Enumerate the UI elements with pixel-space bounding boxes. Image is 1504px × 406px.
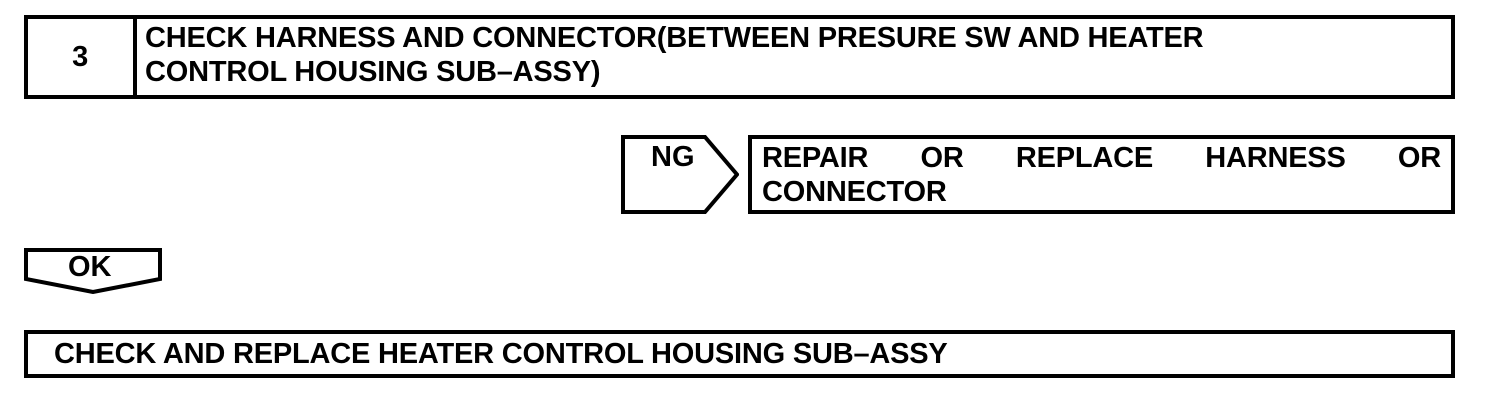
- step-number-cell: 3: [28, 19, 137, 95]
- ng-branch-label: NG: [651, 141, 695, 173]
- ok-result-box: CHECK AND REPLACE HEATER CONTROL HOUSING…: [24, 330, 1455, 378]
- ok-pentagon-shape: [24, 248, 162, 294]
- ng-branch-tag: NG: [621, 135, 739, 214]
- step-number: 3: [72, 40, 89, 73]
- ng-arrow-shape: [621, 135, 739, 214]
- step-title-cell: CHECK HARNESS AND CONNECTOR(BETWEEN PRES…: [137, 19, 1451, 95]
- ng-action-line-2: CONNECTOR: [762, 175, 947, 208]
- ok-result-text: CHECK AND REPLACE HEATER CONTROL HOUSING…: [54, 337, 948, 370]
- ok-branch-label: OK: [68, 251, 112, 283]
- step-title: CHECK HARNESS AND CONNECTOR(BETWEEN PRES…: [145, 22, 1204, 88]
- ng-action-box: REPAIR OR REPLACE HARNESS OR CONNECTOR: [748, 135, 1455, 214]
- ok-branch-tag: OK: [24, 248, 162, 294]
- ng-action-line-1: REPAIR OR REPLACE HARNESS OR: [762, 142, 1441, 174]
- step-header-box: 3 CHECK HARNESS AND CONNECTOR(BETWEEN PR…: [24, 15, 1455, 99]
